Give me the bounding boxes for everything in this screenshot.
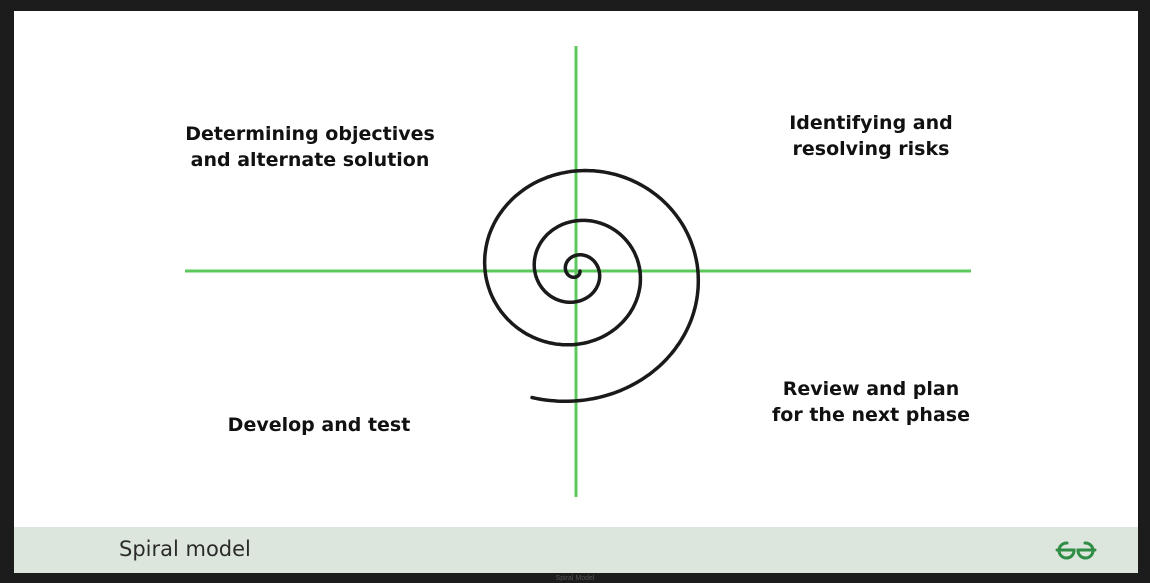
spiral-curve	[482, 168, 701, 404]
quadrant-label-review: Review and plan for the next phase	[766, 376, 976, 428]
quadrant-label-line: resolving risks	[792, 138, 950, 160]
quadrant-label-objectives: Determining objectives and alternate sol…	[180, 121, 440, 173]
spiral-diagram	[185, 46, 971, 497]
image-caption: Spiral Model	[555, 575, 595, 582]
quadrant-label-line: and alternate solution	[190, 149, 430, 171]
quadrant-label-line: for the next phase	[772, 404, 970, 426]
quadrant-label-line: Determining objectives	[185, 123, 435, 145]
footer-title: Spiral model	[119, 537, 251, 561]
quadrant-label-develop: Develop and test	[214, 412, 424, 438]
gfg-logo-icon	[1055, 541, 1097, 560]
footer-bar: Spiral model	[14, 527, 1138, 573]
quadrant-label-line: Develop and test	[227, 414, 411, 436]
quadrant-label-line: Review and plan	[782, 378, 960, 400]
diagram-card: Determining objectives and alternate sol…	[14, 11, 1138, 573]
quadrant-label-line: Identifying and	[789, 112, 953, 134]
quadrant-label-risks: Identifying and resolving risks	[766, 110, 976, 162]
